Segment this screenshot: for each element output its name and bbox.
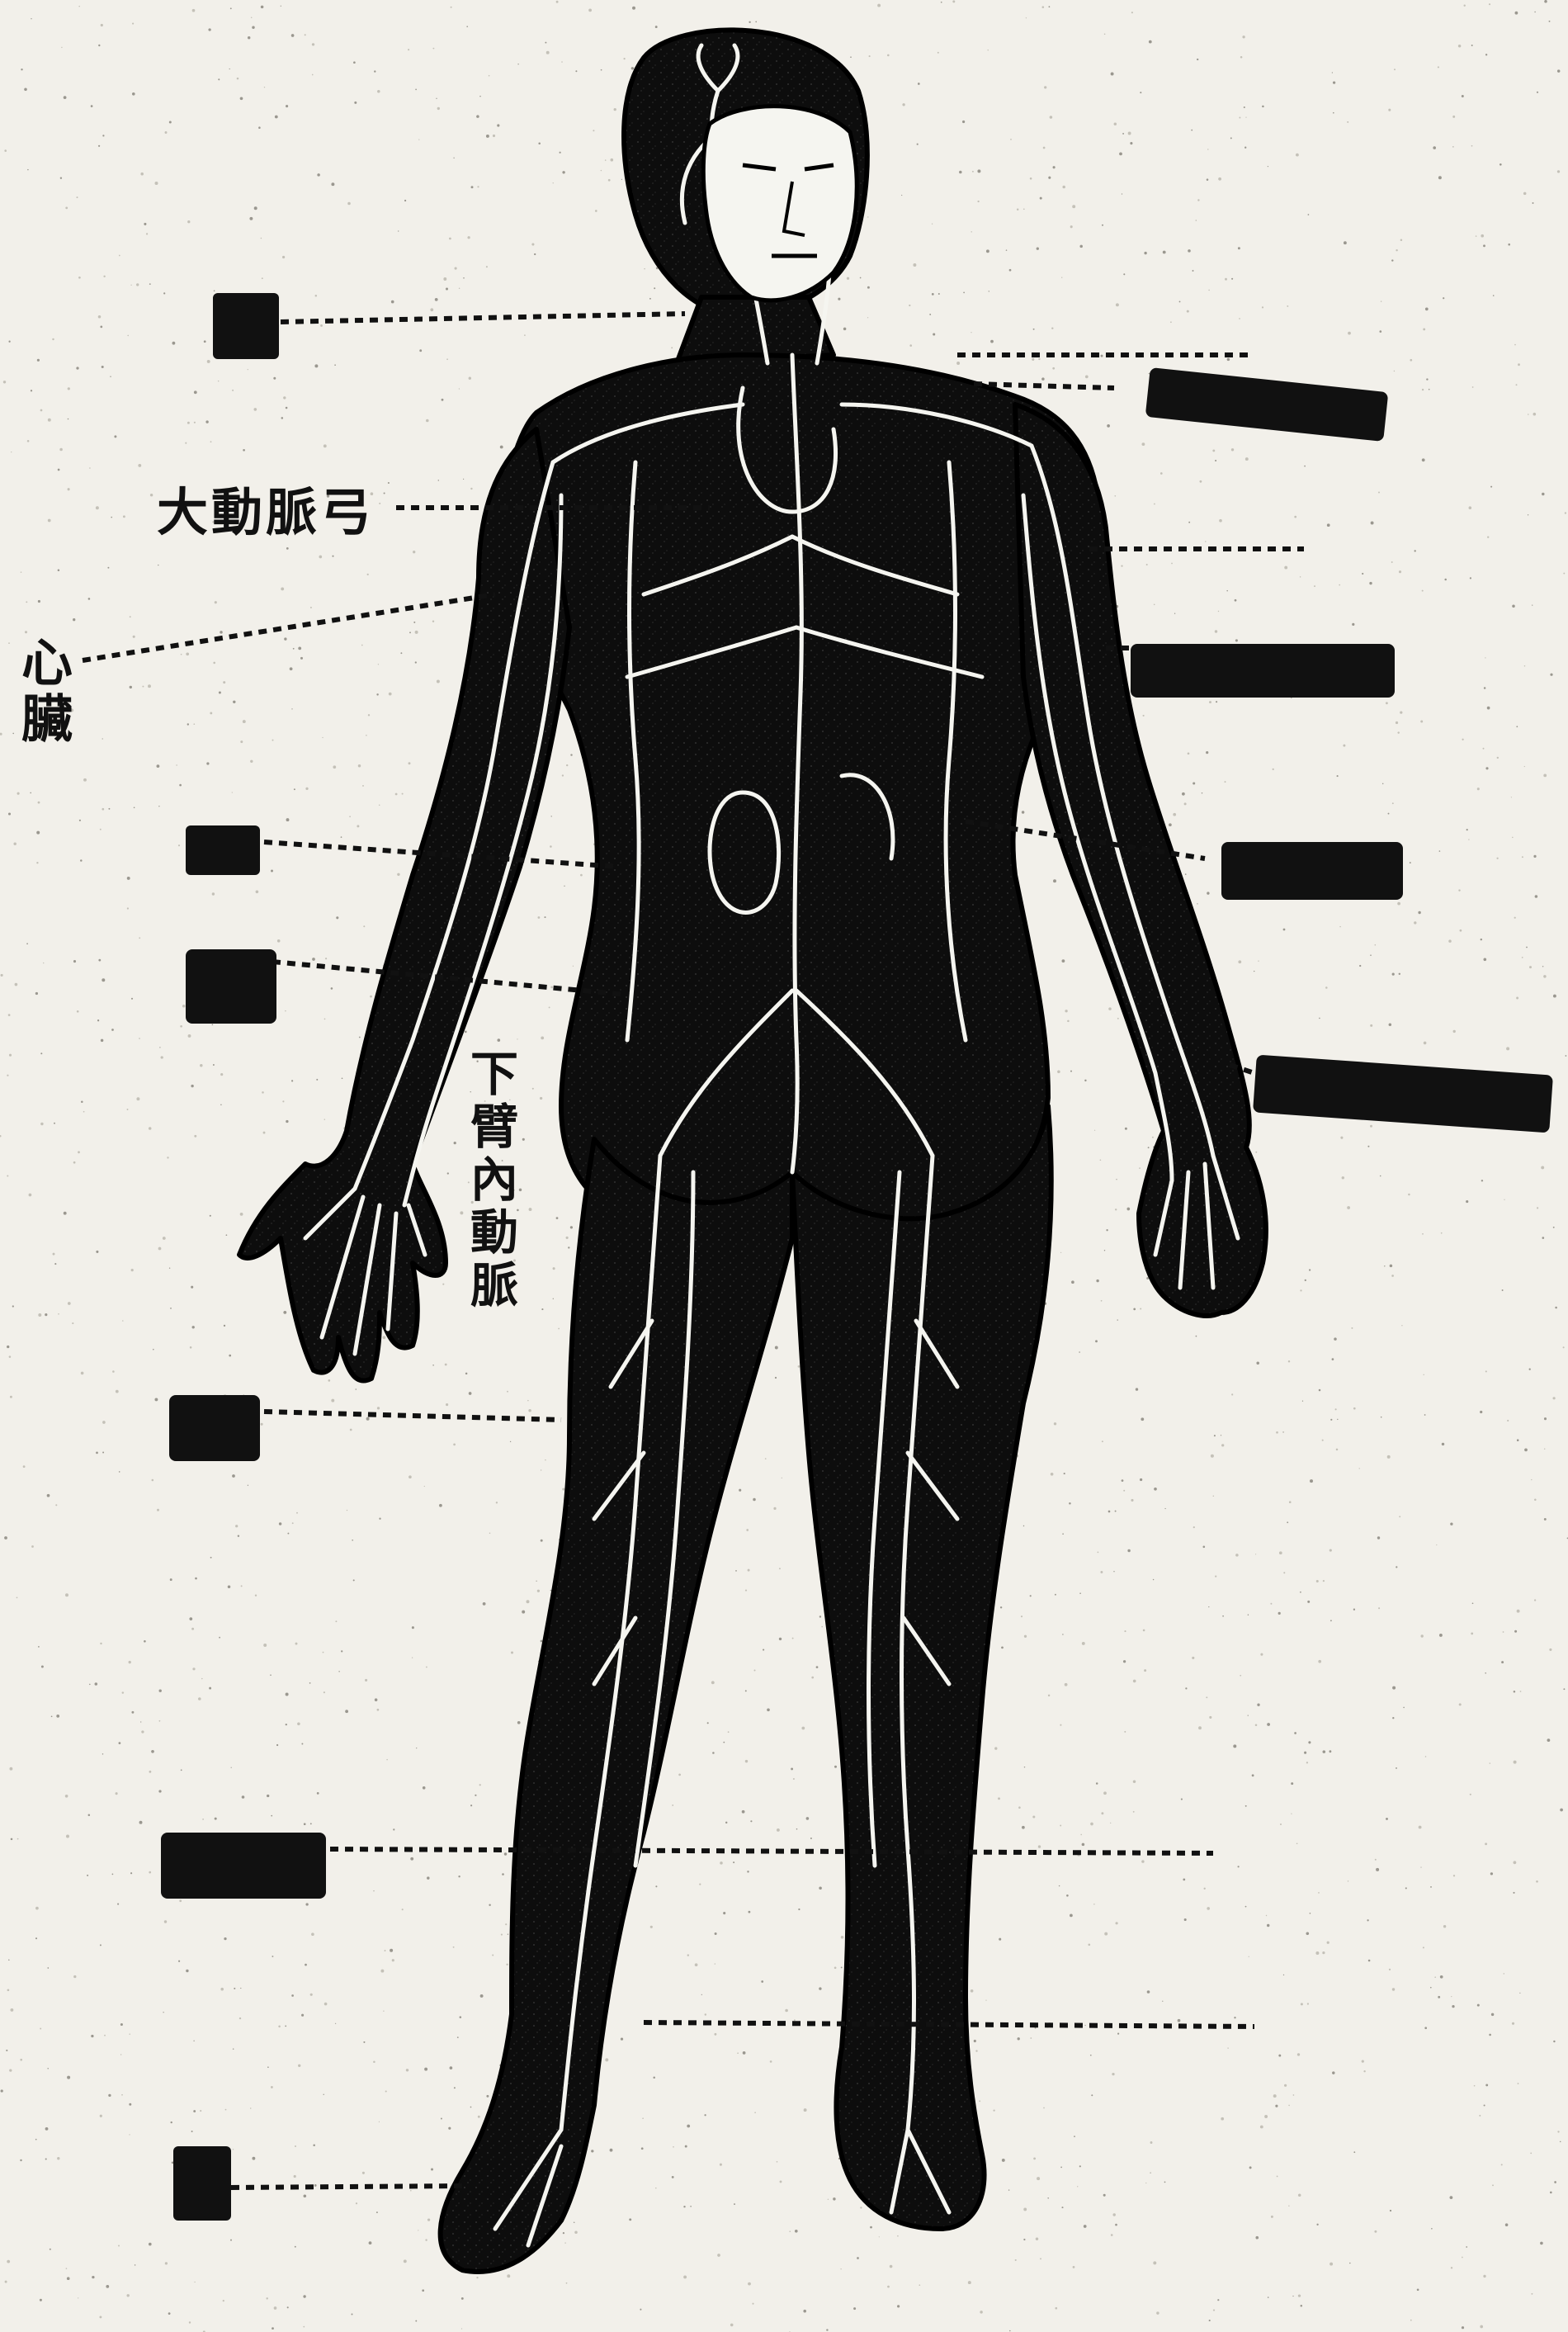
smeared-labels xyxy=(0,0,1568,2332)
anatomy-diagram: 大動脈弓 心臟 下臂內動脈 xyxy=(0,0,1568,2332)
